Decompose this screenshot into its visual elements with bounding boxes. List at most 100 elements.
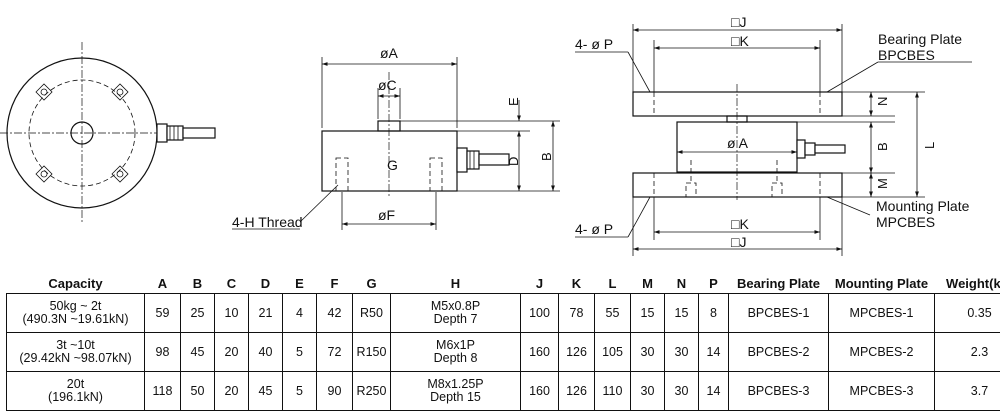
side-view: øA øC G øF 4-H Thread E D B bbox=[232, 45, 560, 230]
header-weight: Weight(kg) bbox=[946, 276, 1000, 291]
f-cell: 72 bbox=[316, 332, 353, 372]
d-cell: 40 bbox=[248, 332, 283, 372]
assembly-view: □J □K 4- ø P ø A bbox=[575, 14, 972, 256]
b-cell: 25 bbox=[180, 293, 215, 333]
header-capacity: Capacity bbox=[48, 276, 103, 291]
j-cell: 160 bbox=[520, 332, 559, 372]
dim-a-assembly-label: ø A bbox=[727, 135, 749, 151]
dim-b-label: B bbox=[539, 152, 554, 161]
mounting-plate-cell: MPCBES-3 bbox=[828, 371, 935, 411]
mounting-plate-cell: MPCBES-1 bbox=[828, 293, 935, 333]
l-cell: 55 bbox=[594, 293, 631, 333]
dim-n-label: N bbox=[875, 97, 890, 106]
p-cell: 14 bbox=[698, 371, 729, 411]
thread-label: 4-H Thread bbox=[232, 214, 303, 230]
p-cell: 14 bbox=[698, 332, 729, 372]
weight-cell: 0.35 bbox=[934, 293, 1000, 333]
header-n: N bbox=[676, 276, 687, 291]
e-cell: 4 bbox=[282, 293, 317, 333]
b-cell: 50 bbox=[180, 371, 215, 411]
header-m: M bbox=[642, 276, 653, 291]
k-cell: 126 bbox=[558, 371, 595, 411]
weight-cell: 2.3 bbox=[934, 332, 1000, 372]
b-cell: 45 bbox=[180, 332, 215, 372]
header-a: A bbox=[157, 276, 168, 291]
g-cell: R150 bbox=[352, 332, 391, 372]
p-top-label: 4- ø P bbox=[575, 36, 613, 52]
header-l: L bbox=[608, 276, 617, 291]
header-d: D bbox=[260, 276, 271, 291]
spec-table: Capacity A B C D E F G H J K L M N P Bea… bbox=[6, 276, 1000, 411]
dim-m-label: M bbox=[875, 178, 890, 189]
table-row: 3t ~10t(29.42kN ~98.07kN) 98 45 20 40 5 … bbox=[6, 332, 1000, 372]
c-cell: 20 bbox=[214, 371, 249, 411]
bearing-plate-cell: BPCBES-3 bbox=[728, 371, 829, 411]
dim-c-label: øC bbox=[378, 77, 397, 93]
bearing-plate-cell: BPCBES-1 bbox=[728, 293, 829, 333]
dim-f-label: øF bbox=[378, 207, 395, 223]
header-f: F bbox=[330, 276, 339, 291]
dim-j-bottom-label: □J bbox=[731, 234, 746, 250]
capacity-cell: 20t(196.1kN) bbox=[6, 371, 145, 411]
dim-l-label: L bbox=[922, 142, 937, 149]
l-cell: 105 bbox=[594, 332, 631, 372]
p-bottom-label: 4- ø P bbox=[575, 221, 613, 237]
technical-drawing: øA øC G øF 4-H Thread E D B □J bbox=[0, 14, 972, 256]
capacity-cell: 3t ~10t(29.42kN ~98.07kN) bbox=[6, 332, 145, 372]
c-cell: 20 bbox=[214, 332, 249, 372]
mounting-plate-code: MPCBES bbox=[876, 214, 935, 230]
table-row: 20t(196.1kN) 118 50 20 45 5 90 R250 M8x1… bbox=[6, 371, 1000, 411]
j-cell: 160 bbox=[520, 371, 559, 411]
m-cell: 30 bbox=[630, 332, 665, 372]
d-cell: 21 bbox=[248, 293, 283, 333]
a-cell: 98 bbox=[144, 332, 181, 372]
k-cell: 126 bbox=[558, 332, 595, 372]
e-cell: 5 bbox=[282, 371, 317, 411]
header-mounting-plate: Mounting Plate bbox=[834, 276, 929, 291]
f-cell: 42 bbox=[316, 293, 353, 333]
p-cell: 8 bbox=[698, 293, 729, 333]
dim-a-label: øA bbox=[380, 45, 399, 61]
header-k: K bbox=[571, 276, 582, 291]
header-h: H bbox=[450, 276, 461, 291]
dim-j-top-label: □J bbox=[731, 14, 746, 30]
weight-cell: 3.7 bbox=[934, 371, 1000, 411]
header-p: P bbox=[709, 276, 718, 291]
j-cell: 100 bbox=[520, 293, 559, 333]
header-j: J bbox=[535, 276, 544, 291]
a-cell: 118 bbox=[144, 371, 181, 411]
a-cell: 59 bbox=[144, 293, 181, 333]
n-cell: 30 bbox=[664, 371, 699, 411]
header-e: E bbox=[295, 276, 304, 291]
g-cell: R50 bbox=[352, 293, 391, 333]
dim-k-top-label: □K bbox=[731, 33, 749, 49]
bearing-plate-cell: BPCBES-2 bbox=[728, 332, 829, 372]
f-cell: 90 bbox=[316, 371, 353, 411]
e-cell: 5 bbox=[282, 332, 317, 372]
header-bearing-plate: Bearing Plate bbox=[736, 276, 821, 291]
c-cell: 10 bbox=[214, 293, 249, 333]
top-view bbox=[0, 42, 216, 224]
dim-b-assembly-label: B bbox=[875, 142, 890, 151]
m-cell: 15 bbox=[630, 293, 665, 333]
g-cell: R250 bbox=[352, 371, 391, 411]
table-row: 50kg ~ 2t(490.3N ~19.61kN) 59 25 10 21 4… bbox=[6, 293, 1000, 333]
k-cell: 78 bbox=[558, 293, 595, 333]
n-cell: 30 bbox=[664, 332, 699, 372]
d-cell: 45 bbox=[248, 371, 283, 411]
bearing-plate-code: BPCBES bbox=[878, 47, 935, 63]
header-g: G bbox=[366, 276, 377, 291]
n-cell: 15 bbox=[664, 293, 699, 333]
header-c: C bbox=[226, 276, 237, 291]
dim-e-label: E bbox=[506, 97, 521, 106]
l-cell: 110 bbox=[594, 371, 631, 411]
g-label: G bbox=[387, 157, 398, 173]
bearing-plate-label: Bearing Plate bbox=[878, 31, 962, 47]
mounting-plate-cell: MPCBES-2 bbox=[828, 332, 935, 372]
dim-d-label: D bbox=[506, 157, 521, 166]
header-b: B bbox=[192, 276, 203, 291]
spec-table-header: Capacity A B C D E F G H J K L M N P Bea… bbox=[6, 276, 1000, 294]
